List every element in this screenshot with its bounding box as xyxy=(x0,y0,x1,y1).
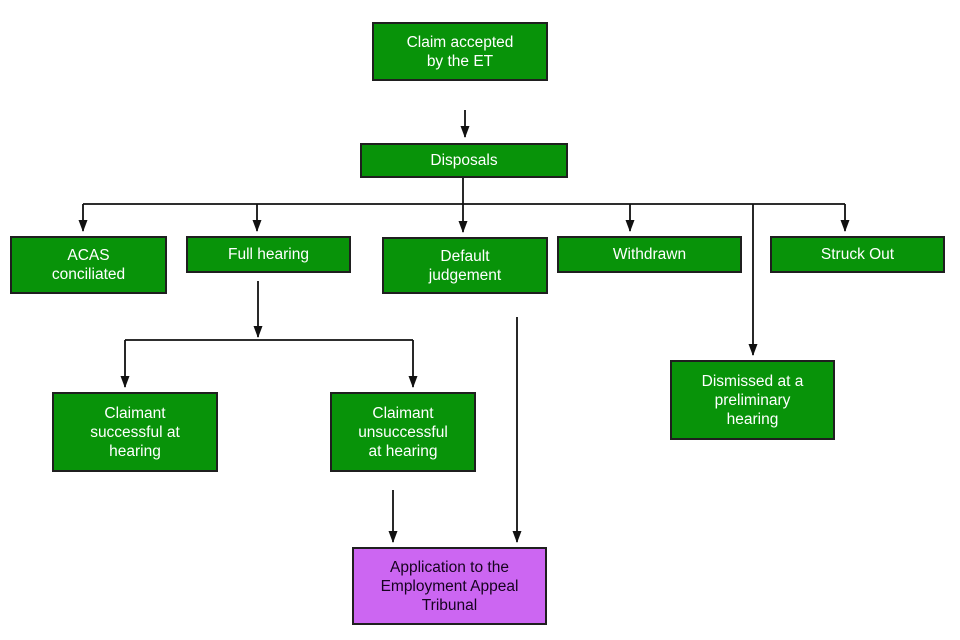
node-struck-out: Struck Out xyxy=(770,236,945,273)
node-disposals: Disposals xyxy=(360,143,568,178)
node-claim-accepted: Claim accepted by the ET xyxy=(372,22,548,81)
node-claimant-successful-label: Claimant successful at hearing xyxy=(90,404,180,460)
node-eat-application-label: Application to the Employment Appeal Tri… xyxy=(380,558,519,614)
node-claim-accepted-label: Claim accepted by the ET xyxy=(406,33,514,70)
node-struck-out-label: Struck Out xyxy=(820,246,895,263)
node-acas-conciliated: ACAS conciliated xyxy=(10,236,167,294)
node-default-judgement: Default judgement xyxy=(382,237,548,294)
node-dismissed-preliminary-hearing: Dismissed at a preliminary hearing xyxy=(670,360,835,440)
node-dismissed-preliminary-hearing-label: Dismissed at a preliminary hearing xyxy=(701,372,804,428)
node-withdrawn: Withdrawn xyxy=(557,236,742,273)
node-claimant-unsuccessful-label: Claimant unsuccessful at hearing xyxy=(358,404,448,460)
node-withdrawn-label: Withdrawn xyxy=(612,246,687,263)
node-acas-conciliated-label: ACAS conciliated xyxy=(51,247,126,283)
node-claimant-successful: Claimant successful at hearing xyxy=(52,392,218,472)
node-full-hearing-label: Full hearing xyxy=(228,246,309,263)
node-default-judgement-label: Default judgement xyxy=(428,247,502,284)
node-claimant-unsuccessful: Claimant unsuccessful at hearing xyxy=(330,392,476,472)
node-disposals-label: Disposals xyxy=(430,152,498,169)
node-eat-application: Application to the Employment Appeal Tri… xyxy=(352,547,547,625)
node-full-hearing: Full hearing xyxy=(186,236,351,273)
